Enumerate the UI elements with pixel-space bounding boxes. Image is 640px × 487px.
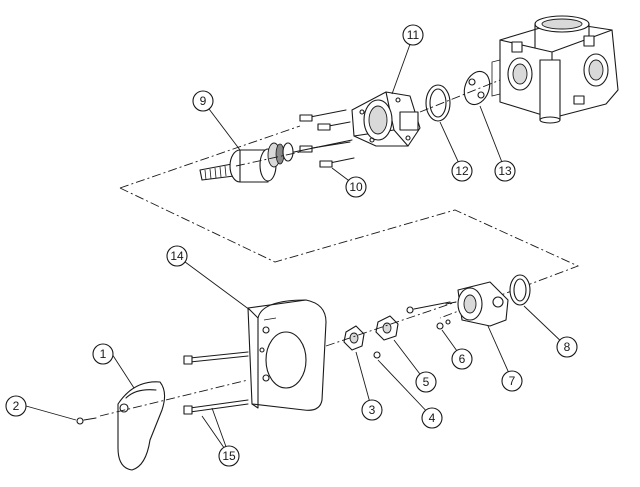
callout-10-label: 10 [349, 180, 363, 194]
lower-assembly-axis [99, 301, 457, 417]
callout-13: 13 [494, 160, 516, 182]
callout-8: 8 [556, 336, 578, 358]
callout-8-label: 8 [564, 340, 571, 354]
part-6-screws [406, 301, 451, 330]
part-10-screws [299, 109, 355, 168]
callout-6: 6 [451, 348, 473, 370]
part-7-adapter [445, 281, 509, 327]
callout-12-label: 12 [455, 164, 469, 178]
callout-15: 15 [218, 445, 240, 467]
callout-3: 3 [361, 399, 383, 421]
callout-11: 11 [402, 24, 424, 46]
callout-4: 4 [421, 407, 443, 429]
callout-11-label: 11 [407, 28, 420, 42]
callout-5-label: 5 [423, 375, 430, 389]
part-8-o-ring [509, 274, 531, 306]
assembly-boundary-line [119, 125, 580, 319]
callout-1-label: 1 [100, 347, 107, 361]
part-14-trim-plate [247, 299, 327, 411]
upper-assembly-axis [235, 79, 501, 167]
callout-15-label: 15 [222, 449, 236, 463]
callout-10: 10 [345, 176, 367, 198]
part-9-cartridge [199, 139, 353, 183]
part-13-gasket [463, 70, 491, 106]
part-15-screws [183, 351, 249, 415]
part-1-handle [117, 381, 166, 471]
part-2-screw [76, 417, 97, 425]
part-3-nut [343, 325, 365, 351]
part-5-nut [375, 315, 399, 341]
callout-12: 12 [451, 160, 473, 182]
callout-3-label: 3 [369, 403, 376, 417]
valve-body [491, 15, 619, 124]
part-4-pin [373, 351, 381, 359]
callout-14: 14 [166, 245, 188, 267]
callout-9: 9 [192, 90, 214, 112]
callout-14-label: 14 [170, 249, 184, 263]
callout-1: 1 [92, 343, 114, 365]
callout-6-label: 6 [459, 352, 466, 366]
callout-7-label: 7 [509, 374, 516, 388]
part-11-bonnet [351, 91, 421, 147]
callout-4-label: 4 [429, 411, 436, 425]
callout-9-label: 9 [200, 94, 207, 108]
callout-7: 7 [501, 370, 523, 392]
callout-2: 2 [5, 395, 27, 417]
part-12-o-ring [425, 84, 451, 122]
callout-2-label: 2 [13, 399, 20, 413]
callout-13-label: 13 [498, 164, 512, 178]
callout-5: 5 [415, 371, 437, 393]
